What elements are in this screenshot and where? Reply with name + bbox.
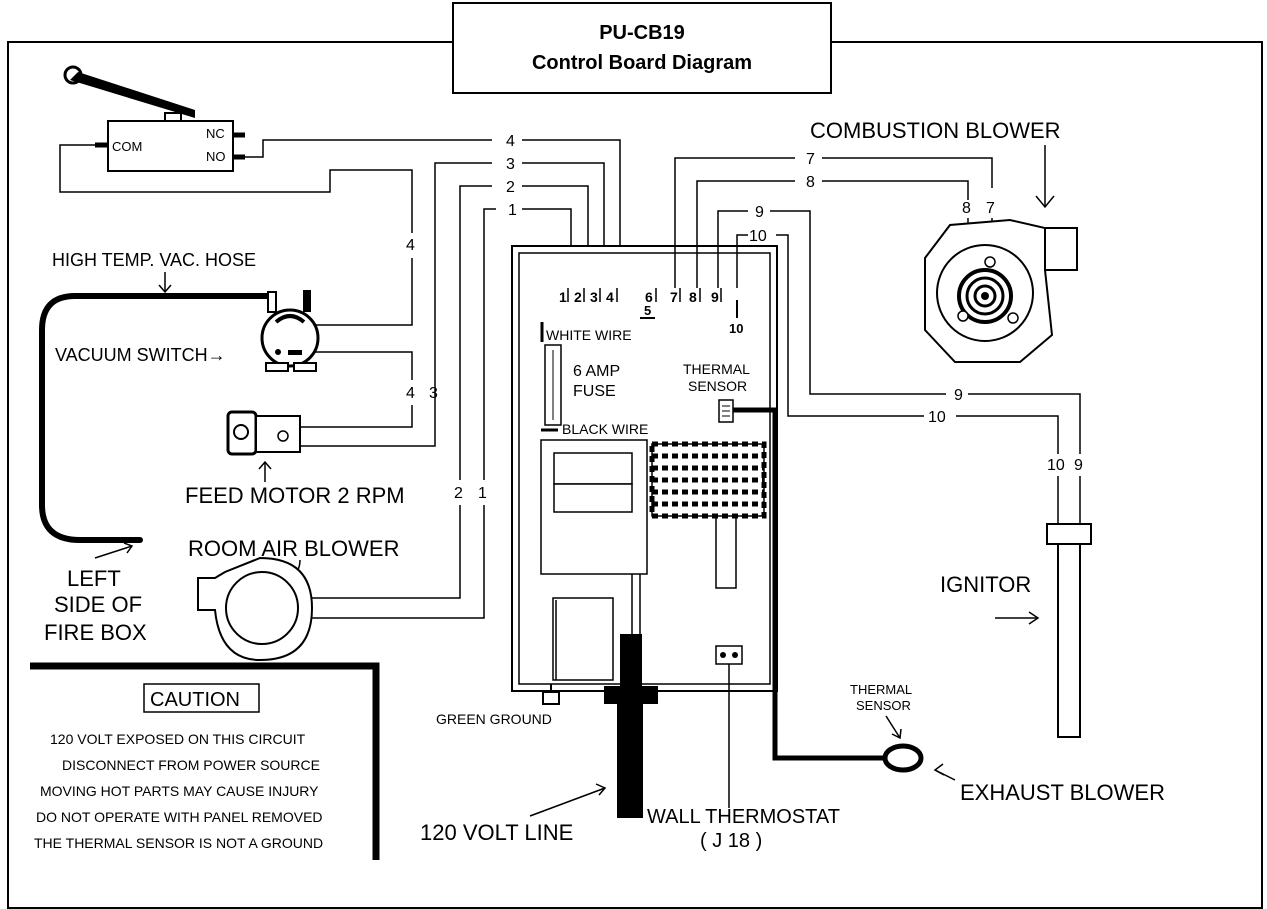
caution-line-5: THE THERMAL SENSOR IS NOT A GROUND [34,835,323,851]
vacuum-switch [260,290,320,372]
wire-1-low-label: 1 [478,485,487,502]
thermal-sensor-cable [733,407,885,761]
vac-hose [39,293,272,543]
wire-1 [483,208,496,480]
wire-9-top-label: 9 [755,204,764,221]
caution-heading: CAUTION [150,689,240,711]
vac-hose-label: HIGH TEMP. VAC. HOSE [52,250,256,270]
line-cable-upper [620,634,642,692]
white-wire-label: WHITE WIRE [546,327,632,343]
volt-line-label: 120 VOLT LINE [420,820,573,845]
terminal-10: 10 [729,321,743,336]
wire-9-mid-label: 9 [954,387,963,404]
wire-10-mid-label: 10 [928,409,946,426]
green-ground-label: GREEN GROUND [436,711,552,727]
caution-line-1: 120 VOLT EXPOSED ON THIS CIRCUIT [50,731,306,747]
fuse-label-2: FUSE [573,383,616,400]
terminal-2: 2 [574,289,582,305]
wire-2 [459,185,492,480]
terminal-1: 1 [559,289,567,305]
switch-nc-label: NC [206,126,225,141]
wall-thermostat-label: WALL THERMOSTAT [647,806,840,828]
wire-4-mid-label: 4 [406,237,415,254]
fire-box-label-3: FIRE BOX [44,620,147,645]
caution-line-2: DISCONNECT FROM POWER SOURCE [62,757,320,773]
caution-line-3: MOVING HOT PARTS MAY CAUSE INJURY [40,783,319,799]
blower-wire-7-label: 7 [986,200,995,217]
fire-box-label-2: SIDE OF [54,592,142,617]
wire-2-label: 2 [506,179,515,196]
blower-wire-8-label: 8 [962,200,971,217]
feed-motor-label: FEED MOTOR 2 RPM [185,483,405,508]
wire-4-low-label: 4 [406,385,415,402]
wire-4-top-label: 4 [506,133,515,150]
board-thermal-sensor-label-2: SENSOR [688,378,747,394]
feed-motor [226,410,301,456]
title-box: PU-CB19 Control Board Diagram [452,2,832,94]
ignitor-label: IGNITOR [940,572,1031,597]
room-air-blower-label: ROOM AIR BLOWER [188,536,399,561]
wall-thermostat-connector [715,645,743,665]
ignitor-wire-9-label: 9 [1074,457,1083,474]
wire-1-label: 1 [508,202,517,219]
switch-no-label: NO [206,149,226,164]
terminal-4: 4 [606,289,614,305]
heatsink [649,441,767,519]
room-air-blower [197,556,314,662]
title-subtitle: Control Board Diagram [531,52,753,74]
wire-com-loop [59,144,413,233]
wire-2-low-label: 2 [454,485,463,502]
combustion-blower-label: COMBUSTION BLOWER [810,118,1061,143]
wire-7-label: 7 [806,151,815,168]
micro-switch: COM NC NO [63,65,245,172]
terminal-8: 8 [689,289,697,305]
line-cable-bushing [604,686,658,704]
wall-thermostat-code: ( J 18 ) [700,830,762,852]
wire-3 [434,162,492,410]
switch-lever [70,72,195,118]
green-ground-lug [542,691,560,705]
fuse-label-1: 6 AMP [573,363,620,380]
vacuum-switch-label: VACUUM SWITCH→ [55,345,226,365]
terminal-3: 3 [590,289,598,305]
title-model: PU-CB19 [599,22,685,44]
wire-10-top-label: 10 [749,228,767,245]
terminal-7: 7 [670,289,678,305]
ignitor [1046,523,1092,738]
wire-4-top [245,139,492,158]
fire-box-label-1: LEFT [67,566,121,591]
terminal-5: 5 [644,303,651,318]
wire-3-low-label: 3 [429,385,438,402]
combustion-blower [924,218,1078,363]
exhaust-sensor-ring [882,743,924,773]
board-thermal-sensor-label-1: THERMAL [683,361,750,377]
caution-line-4: DO NOT OPERATE WITH PANEL REMOVED [36,809,323,825]
caution-frame [30,662,380,860]
probe-thermal-sensor-label-2: SENSOR [856,698,911,713]
terminal-9: 9 [711,289,719,305]
ignitor-wire-10-label: 10 [1047,457,1065,474]
exhaust-blower-label: EXHAUST BLOWER [960,780,1165,805]
probe-thermal-sensor-label-1: THERMAL [850,682,912,697]
terminal-6: 6 [645,289,653,305]
black-wire-label: BLACK WIRE [562,421,648,437]
line-cable-lower [617,700,643,818]
caution-heading-box [143,683,260,713]
switch-body [107,120,234,172]
switch-com-label: COM [112,139,142,154]
wire-8-label: 8 [806,174,815,191]
terminal-strip: 1 2 3 4 6 7 8 9 5 10 [559,288,743,336]
wire-3-label: 3 [506,156,515,173]
